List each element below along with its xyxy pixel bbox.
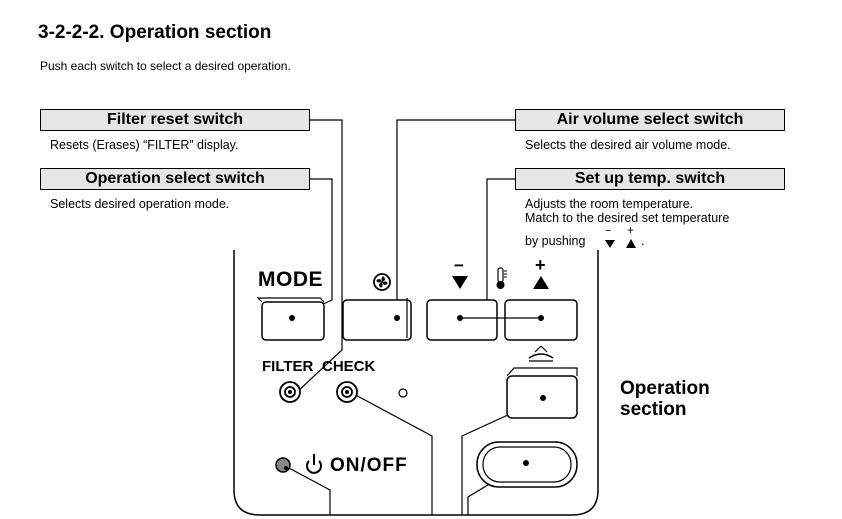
set-temp-switch-desc: Adjusts the room temperature. Match to t…: [525, 197, 729, 225]
fan-button[interactable]: [342, 298, 412, 341]
section-heading: 3-2-2-2. Operation section: [38, 22, 272, 43]
mode-button[interactable]: [256, 297, 325, 341]
temp-down-button[interactable]: [426, 299, 498, 341]
operation-select-switch-label: Operation select switch: [40, 168, 310, 190]
fan-icon: [373, 273, 391, 291]
check-label: CHECK: [322, 358, 376, 375]
filter-label: FILTER: [262, 358, 314, 375]
desc-triangle-up-icon: [626, 239, 636, 248]
triangle-down-icon: [452, 276, 468, 289]
set-temp-desc-line3: by pushing: [525, 234, 586, 248]
thermometer-icon: [496, 267, 507, 289]
air-volume-switch-desc: Selects the desired air volume mode.: [525, 138, 731, 152]
minus-sign: −: [454, 256, 464, 275]
filter-button[interactable]: [279, 381, 301, 403]
triangle-up-icon: [533, 276, 549, 289]
filter-reset-switch-label: Filter reset switch: [40, 109, 310, 131]
set-temp-leader: [486, 178, 515, 318]
set-temp-desc-line1: Adjusts the room temperature.: [525, 197, 694, 211]
desc-end-period: .: [641, 234, 645, 248]
louver-icon: [528, 345, 554, 362]
intro-text: Push each switch to select a desired ope…: [40, 59, 291, 73]
power-icon: [306, 454, 322, 474]
check-button[interactable]: [336, 381, 358, 403]
filter-reset-leader-end: [296, 340, 343, 393]
operation-section-label: Operation section: [620, 378, 710, 420]
temp-up-button[interactable]: [504, 299, 578, 341]
louver-button[interactable]: [506, 367, 578, 419]
onoff-label: ON/OFF: [330, 455, 408, 476]
desc-minus-sign: −: [605, 225, 612, 237]
desc-plus-sign: +: [627, 223, 635, 237]
check-leader: [349, 391, 433, 515]
indicator-led: [398, 388, 408, 398]
onoff-led-leader: [286, 466, 331, 515]
section-label-line2: section: [620, 399, 687, 420]
air-volume-leader: [396, 119, 515, 318]
set-temp-desc-line2: Match to the desired set temperature: [525, 211, 730, 225]
section-label-line1: Operation: [620, 378, 710, 399]
operation-select-switch-desc: Selects desired operation mode.: [50, 197, 230, 211]
filter-reset-leader: [310, 119, 343, 340]
filter-reset-switch-desc: Resets (Erases) “FILTER” display.: [50, 138, 239, 152]
plus-sign: +: [535, 255, 546, 275]
air-volume-switch-label: Air volume select switch: [515, 109, 785, 131]
operation-select-leader: [291, 178, 333, 319]
onoff-button[interactable]: [476, 441, 578, 488]
desc-triangle-down-icon: [605, 240, 615, 248]
onoff-indicator-led: [275, 457, 291, 473]
panel-outline: [233, 250, 599, 516]
set-temp-switch-label: Set up temp. switch: [515, 168, 785, 190]
mode-label: MODE: [258, 268, 323, 291]
